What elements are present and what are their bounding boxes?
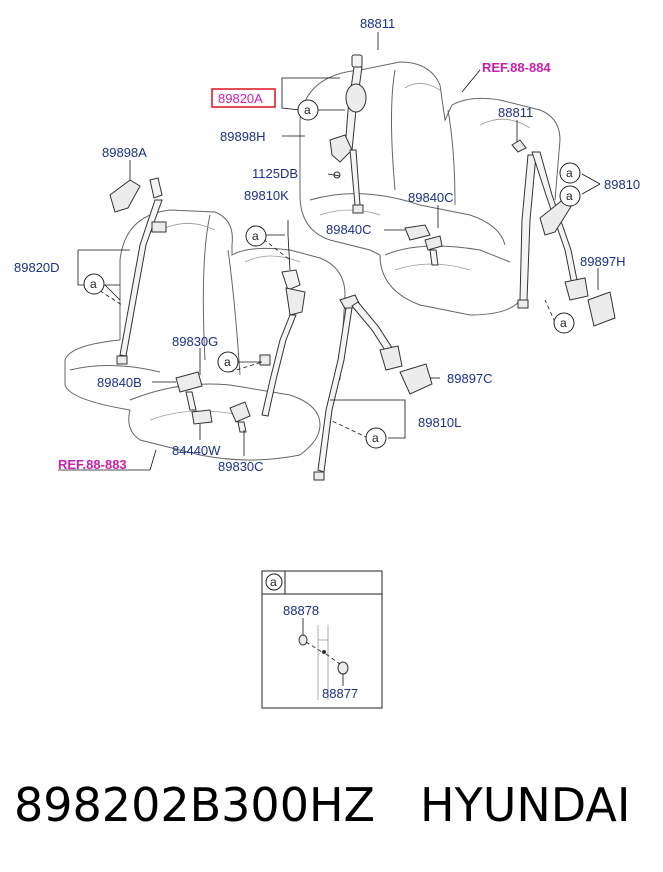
rear-left-belt-assembly	[327, 54, 367, 214]
svg-text:a: a	[560, 316, 567, 330]
svg-text:a: a	[304, 103, 311, 117]
leader-lines	[58, 32, 601, 471]
marker-a-4: a	[559, 185, 581, 207]
rear-seat-outline	[299, 61, 561, 316]
ref-88-883: REF.88-883	[58, 457, 127, 472]
label-89820D: 89820D	[14, 260, 60, 275]
label-89830G: 89830G	[172, 334, 218, 349]
label-89820A: 89820A	[218, 91, 263, 106]
label-89840C-a: 89840C	[408, 190, 454, 205]
footer: 898202B300HZ HYUNDAI	[0, 770, 663, 840]
svg-text:a: a	[90, 277, 97, 291]
rear-right-belt-assembly	[511, 139, 616, 327]
label-89898H: 89898H	[220, 129, 266, 144]
label-88811-right: 88811	[498, 105, 533, 120]
label-89898A: 89898A	[102, 145, 147, 160]
svg-text:a: a	[566, 189, 573, 203]
label-88811-top: 88811	[360, 16, 395, 31]
marker-a-5: a	[83, 273, 105, 295]
front-right-belt-assembly	[313, 294, 433, 481]
label-88878: 88878	[283, 603, 319, 618]
label-89897C: 89897C	[447, 371, 493, 386]
detail-box-a: a 88878 88877	[261, 570, 383, 709]
dashed-callouts	[93, 234, 556, 439]
rear-center-buckle	[404, 224, 443, 266]
marker-a-2: a	[245, 225, 267, 247]
label-89897H: 89897H	[580, 254, 626, 269]
front-seat-outline	[64, 209, 346, 461]
front-center-buckles	[175, 371, 251, 433]
label-89840B: 89840B	[97, 375, 142, 390]
label-89830C: 89830C	[218, 459, 264, 474]
highlight-box-89820A	[211, 88, 276, 108]
marker-a-7: a	[365, 427, 387, 449]
label-88877: 88877	[322, 686, 358, 701]
svg-text:a: a	[372, 431, 379, 445]
label-89810L: 89810L	[418, 415, 461, 430]
brand-name: HYUNDAI	[420, 778, 631, 832]
circle-markers: a a a a a a a a	[83, 99, 581, 449]
label-89840C-b: 89840C	[326, 222, 372, 237]
ref-88-884: REF.88-884	[482, 60, 551, 75]
marker-a-1: a	[297, 99, 319, 121]
svg-text:a: a	[566, 166, 573, 180]
label-89810K: 89810K	[244, 188, 289, 203]
detail-box-marker: a	[270, 575, 277, 589]
part-number: 898202B300HZ	[14, 778, 376, 832]
label-1125DB: 1125DB	[252, 166, 298, 181]
label-84440W: 84440W	[172, 443, 221, 458]
marker-a-3: a	[559, 162, 581, 184]
part-labels: 88811 89820A 89898H 1125DB 89810K REF.88…	[14, 16, 640, 474]
svg-text:a: a	[252, 229, 259, 243]
front-center-belt-assembly	[259, 269, 306, 417]
svg-text:a: a	[224, 355, 231, 369]
label-89810: 89810	[604, 177, 640, 192]
marker-a-6: a	[217, 351, 239, 373]
marker-a-8: a	[553, 312, 575, 334]
front-left-belt-assembly	[109, 177, 167, 365]
